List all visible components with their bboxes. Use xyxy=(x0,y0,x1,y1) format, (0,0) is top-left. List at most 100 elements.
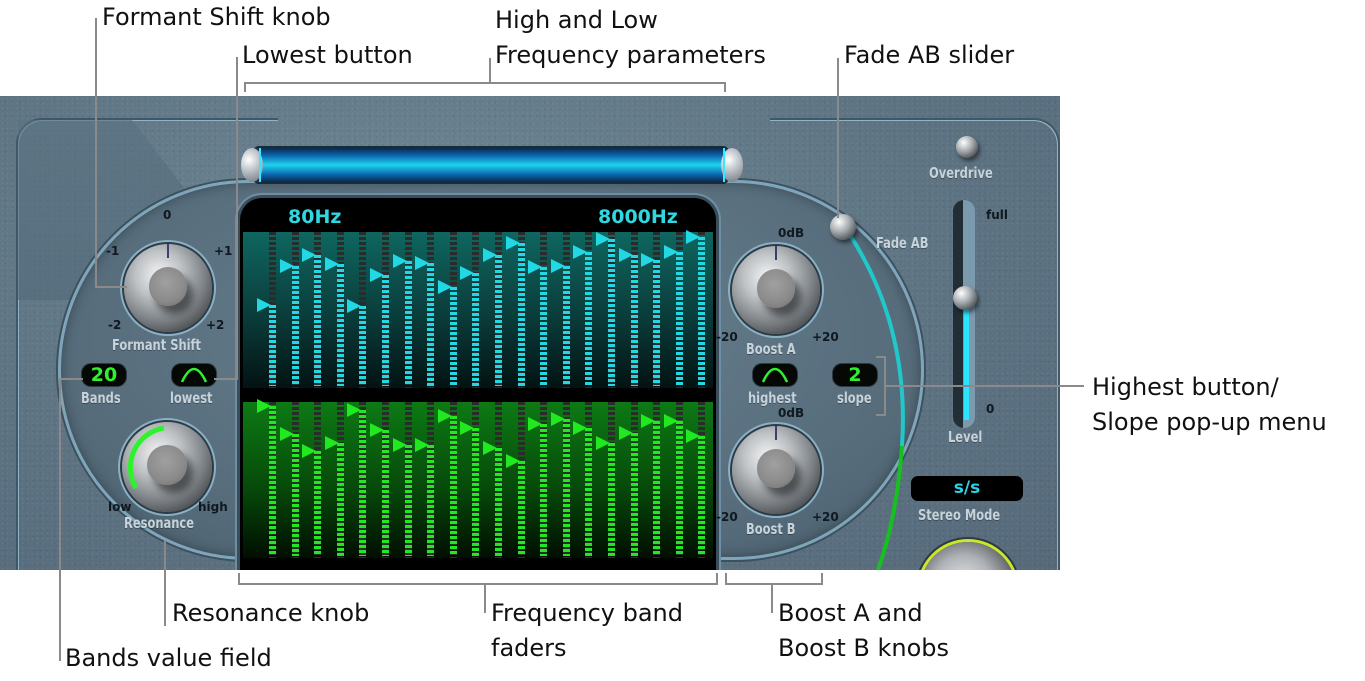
fader-handle-icon[interactable] xyxy=(641,253,656,267)
frequency-band-fader[interactable] xyxy=(663,232,686,388)
slope-popup-menu[interactable]: 2 xyxy=(833,364,877,386)
frequency-band-fader[interactable] xyxy=(257,232,279,388)
fader-handle-icon[interactable] xyxy=(279,259,294,273)
frequency-band-fader[interactable] xyxy=(686,402,708,558)
frequency-band-fader[interactable] xyxy=(437,402,460,558)
low-frequency-handle[interactable] xyxy=(241,148,263,182)
frequency-band-fader[interactable] xyxy=(641,402,663,558)
frequency-band-fader[interactable] xyxy=(573,232,595,388)
fader-handle-icon[interactable] xyxy=(302,248,317,262)
fader-handle-icon[interactable] xyxy=(347,403,362,417)
fader-handle-icon[interactable] xyxy=(257,298,271,312)
frequency-band-fader[interactable] xyxy=(618,402,641,558)
fader-handle-icon[interactable] xyxy=(483,248,497,262)
fader-handle-icon[interactable] xyxy=(370,423,384,437)
frequency-band-fader[interactable] xyxy=(257,399,279,558)
fader-handle-icon[interactable] xyxy=(257,399,271,413)
frequency-band-fader[interactable] xyxy=(663,402,686,558)
fader-handle-icon[interactable] xyxy=(618,426,633,440)
frequency-band-fader[interactable] xyxy=(415,232,437,388)
fader-handle-icon[interactable] xyxy=(370,268,384,282)
frequency-band-fader[interactable] xyxy=(415,402,437,558)
frequency-band-fader[interactable] xyxy=(392,402,415,558)
frequency-band-fader[interactable] xyxy=(460,402,482,558)
frequency-band-fader[interactable] xyxy=(460,232,482,388)
fader-handle-icon[interactable] xyxy=(550,259,565,273)
frequency-band-fader[interactable] xyxy=(324,402,347,558)
fader-handle-icon[interactable] xyxy=(324,436,339,450)
fade-ab-slider-handle[interactable] xyxy=(830,214,856,240)
fader-handle-icon[interactable] xyxy=(392,438,407,452)
frequency-band-fader[interactable] xyxy=(505,402,528,558)
fader-handle-icon[interactable] xyxy=(596,436,610,450)
frequency-band-fader[interactable] xyxy=(641,232,663,388)
fader-handle-icon[interactable] xyxy=(437,280,452,294)
frequency-band-fader[interactable] xyxy=(596,402,618,558)
frequency-range-bar[interactable] xyxy=(255,148,727,182)
frequency-band-fader[interactable] xyxy=(324,232,347,388)
frequency-band-fader[interactable] xyxy=(279,232,302,388)
fader-handle-icon[interactable] xyxy=(347,299,362,313)
frequency-band-fader[interactable] xyxy=(550,402,573,558)
bands-value-field[interactable]: 20 xyxy=(82,364,126,386)
frequency-band-fader[interactable] xyxy=(370,402,392,558)
stereo-mode-popup[interactable]: s/s xyxy=(911,476,1023,501)
boost-a-knob[interactable] xyxy=(732,246,820,334)
boost-b-knob[interactable] xyxy=(732,426,820,514)
frequency-band-fader[interactable] xyxy=(528,232,550,388)
frequency-band-fader[interactable] xyxy=(279,402,302,558)
fader-handle-icon[interactable] xyxy=(505,454,520,468)
frequency-band-fader[interactable] xyxy=(347,402,369,558)
frequency-band-fader[interactable] xyxy=(347,232,369,388)
fader-handle-icon[interactable] xyxy=(437,409,452,423)
fader-handle-icon[interactable] xyxy=(415,438,430,452)
frequency-band-fader[interactable] xyxy=(302,402,324,558)
overdrive-button[interactable] xyxy=(956,136,978,158)
fader-handle-icon[interactable] xyxy=(460,266,475,280)
fader-handle-icon[interactable] xyxy=(663,414,678,428)
fader-handle-icon[interactable] xyxy=(279,427,294,441)
frequency-band-fader[interactable] xyxy=(370,232,392,388)
frequency-band-fader[interactable] xyxy=(596,232,618,388)
fader-handle-icon[interactable] xyxy=(550,412,565,426)
fader-handle-icon[interactable] xyxy=(460,421,475,435)
callout-line xyxy=(837,58,839,218)
callout-bracket xyxy=(725,573,727,585)
frequency-band-fader[interactable] xyxy=(437,232,460,388)
frequency-band-fader[interactable] xyxy=(686,230,708,388)
fader-handle-icon[interactable] xyxy=(505,236,520,250)
fader-handle-icon[interactable] xyxy=(392,254,407,268)
fader-handle-icon[interactable] xyxy=(618,248,633,262)
fader-handle-icon[interactable] xyxy=(686,429,701,443)
frequency-band-fader[interactable] xyxy=(505,232,528,388)
fader-handle-icon[interactable] xyxy=(302,444,317,458)
fader-handle-icon[interactable] xyxy=(641,414,656,428)
fader-handle-icon[interactable] xyxy=(528,417,543,431)
lowest-button[interactable] xyxy=(172,364,216,386)
fader-handle-icon[interactable] xyxy=(415,256,430,270)
resonance-knob[interactable] xyxy=(122,422,212,512)
frequency-band-fader[interactable] xyxy=(302,232,324,388)
frequency-band-fader[interactable] xyxy=(550,232,573,388)
stereo-mode-label: Stereo Mode xyxy=(918,506,1001,524)
frequency-band-fader[interactable] xyxy=(573,402,595,558)
frequency-band-fader[interactable] xyxy=(392,232,415,388)
frequency-band-fader[interactable] xyxy=(483,232,505,388)
level-slider-handle[interactable] xyxy=(953,286,977,310)
frequency-band-fader[interactable] xyxy=(483,402,505,558)
fader-handle-icon[interactable] xyxy=(324,257,339,271)
fader-handle-icon[interactable] xyxy=(573,421,588,435)
frequency-band-fader[interactable] xyxy=(618,232,641,388)
fader-handle-icon[interactable] xyxy=(573,245,588,259)
fader-handle-icon[interactable] xyxy=(528,260,543,274)
fader-handle-icon[interactable] xyxy=(663,245,678,259)
high-frequency-handle[interactable] xyxy=(721,148,743,182)
fader-handle-icon[interactable] xyxy=(686,230,701,244)
fader-handle-icon[interactable] xyxy=(596,232,610,246)
formant-shift-knob[interactable] xyxy=(124,244,212,332)
fader-handle-icon[interactable] xyxy=(483,441,497,455)
bands-label: Bands xyxy=(81,389,121,407)
fade-ab-track[interactable] xyxy=(770,216,940,570)
highest-button[interactable] xyxy=(753,364,797,386)
frequency-band-fader[interactable] xyxy=(528,402,550,558)
